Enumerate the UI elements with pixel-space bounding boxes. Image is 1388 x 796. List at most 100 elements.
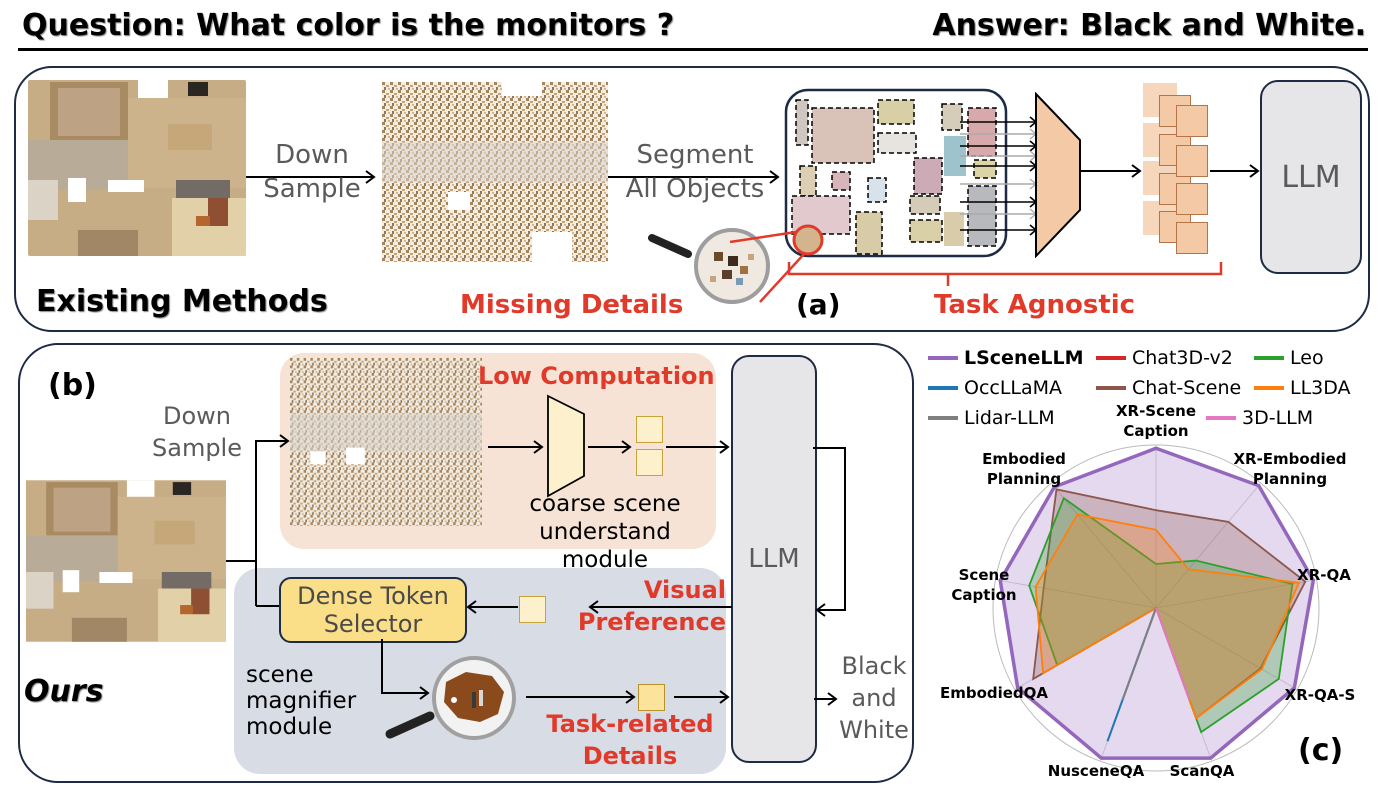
- arrow-magnifier-to-llm: [526, 690, 730, 704]
- answer-text: Answer: Black and White.: [932, 8, 1366, 43]
- llm-block-b: LLM: [731, 355, 817, 763]
- downsample-line1: Down: [275, 140, 349, 170]
- legend-label: 3D-LLM: [1242, 407, 1313, 429]
- scene-magnifier-icon: [385, 656, 516, 740]
- scene-mesh-image: [28, 80, 246, 256]
- series-3d-llm-line: [1155, 607, 1191, 701]
- down-line2: Sample: [152, 434, 242, 462]
- panel-c-tag: (c): [1298, 733, 1343, 768]
- axis-label: NusceneQA: [1048, 762, 1145, 780]
- llm-feedback-loop: [813, 447, 846, 617]
- dense-token-selector: Dense Token Selector: [279, 577, 467, 643]
- magnifier-module-label: scene magnifier module: [246, 662, 356, 740]
- visual-line2: Preference: [577, 608, 726, 636]
- magnifier-line2: magnifier: [246, 688, 357, 714]
- object-encoder: [1035, 92, 1081, 258]
- coarse-token: [636, 449, 663, 476]
- task-agnostic-label: Task Agnostic: [934, 290, 1136, 320]
- preference-token: [519, 596, 546, 623]
- segment-line2: All Objects: [625, 174, 765, 204]
- coarse-encoder: [547, 394, 585, 498]
- axis-label: XR-Embodied: [1233, 450, 1346, 468]
- downsample-label-b: Down Sample: [144, 400, 250, 464]
- segment-label: Segment All Objects: [606, 138, 784, 206]
- radar-spoke: [1155, 482, 1262, 609]
- axis-label: XR-QA: [1297, 566, 1351, 584]
- out-line3: White: [839, 716, 909, 744]
- magnifier-icon: [648, 228, 770, 304]
- series-lidar-llm-line: [1121, 607, 1157, 701]
- zoom-callout-lines: [729, 230, 805, 303]
- coarse-token: [636, 416, 663, 443]
- scene-mesh-image-b: [26, 480, 226, 642]
- axis-label: Embodied: [982, 450, 1066, 468]
- missing-details-label: Missing Details: [460, 290, 684, 320]
- magnifier-line1: scene: [246, 662, 314, 688]
- panel-b-tag: (b): [48, 368, 97, 403]
- legend-label: Lidar-LLM: [964, 407, 1055, 429]
- axis-label: Scene: [959, 566, 1010, 584]
- coarse-module-label: coarse scene understand module: [500, 490, 710, 574]
- arrow-downsample-a: [246, 170, 376, 184]
- existing-methods-caption: Existing Methods: [36, 284, 328, 319]
- legend-label: LSceneLLM: [964, 347, 1083, 369]
- point-cloud-image: [382, 82, 608, 262]
- downsample-label-a: Down Sample: [262, 138, 362, 206]
- task-token: [638, 684, 665, 711]
- arrow-llm-to-answer: [814, 692, 838, 706]
- legend-label: LL3DA: [1290, 377, 1351, 399]
- visual-preference-label: Visual Preference: [560, 574, 726, 638]
- axis-label: XR-QA-S: [1285, 686, 1356, 704]
- panel-a-tag: (a): [796, 288, 841, 321]
- point-cloud-image-b: [290, 358, 482, 526]
- down-line1: Down: [162, 402, 231, 430]
- visual-line1: Visual: [643, 576, 726, 604]
- task-line1: Task-related: [546, 710, 714, 738]
- arrow-segment: [608, 170, 780, 184]
- arrow-coarse-to-llm: [666, 440, 730, 454]
- dense-line1: Dense Token: [297, 582, 449, 610]
- radar-spoke: [1155, 607, 1298, 690]
- coarse-line2: understand module: [539, 519, 671, 573]
- arrow-encoder-to-tokens: [1080, 164, 1142, 178]
- series-lscenellm-area: [998, 446, 1316, 760]
- dense-line2: Selector: [323, 610, 423, 638]
- legend-label: Chat3D-v2: [1132, 347, 1233, 369]
- low-computation-label: Low Computation: [478, 362, 715, 390]
- segmented-objects-box: [784, 88, 1008, 258]
- ours-caption: Ours: [24, 674, 104, 709]
- axis-label: EmbodiedQA: [940, 684, 1048, 702]
- question-text: Question: What color is the monitors ?: [22, 8, 675, 43]
- legend-label: Chat-Scene: [1132, 377, 1241, 399]
- axis-label: ScanQA: [1170, 762, 1235, 780]
- arrow-tokens-to-llm: [1210, 164, 1260, 178]
- axis-label: Planning: [1253, 470, 1327, 488]
- object-feature-arrows: [960, 116, 1038, 236]
- task-agnostic-bracket: [787, 262, 1223, 286]
- task-line2: Details: [582, 742, 678, 770]
- magnifier-line3: module: [246, 714, 333, 740]
- task-related-label: Task-related Details: [540, 708, 720, 772]
- radar-spoke: [1155, 579, 1317, 609]
- axis-label: Planning: [987, 470, 1061, 488]
- axis-label: XR-Scene: [1116, 402, 1196, 420]
- radar-spoke: [1050, 482, 1157, 609]
- arrow-pc-to-encoder: [488, 440, 544, 454]
- out-line1: Black: [841, 652, 907, 680]
- axis-label: Caption: [1123, 422, 1188, 440]
- header-divider: [18, 48, 1368, 51]
- legend-label: OccLLaMA: [964, 377, 1062, 399]
- answer-output: Black and White: [834, 650, 914, 746]
- coarse-line1: coarse scene: [529, 491, 681, 517]
- object-token-stack: [1143, 83, 1219, 259]
- legend-label: Leo: [1290, 347, 1324, 369]
- arrow-llm-to-preference: [466, 600, 732, 614]
- segment-line1: Segment: [636, 140, 754, 170]
- radar-spoke: [995, 579, 1157, 609]
- downsample-line2: Sample: [263, 174, 361, 204]
- arrow-encoder-to-coarse-tokens: [588, 440, 632, 454]
- arrow-selector-to-magnifier: [381, 639, 430, 700]
- llm-block-a: LLM: [1260, 80, 1362, 274]
- out-line2: and: [851, 684, 897, 712]
